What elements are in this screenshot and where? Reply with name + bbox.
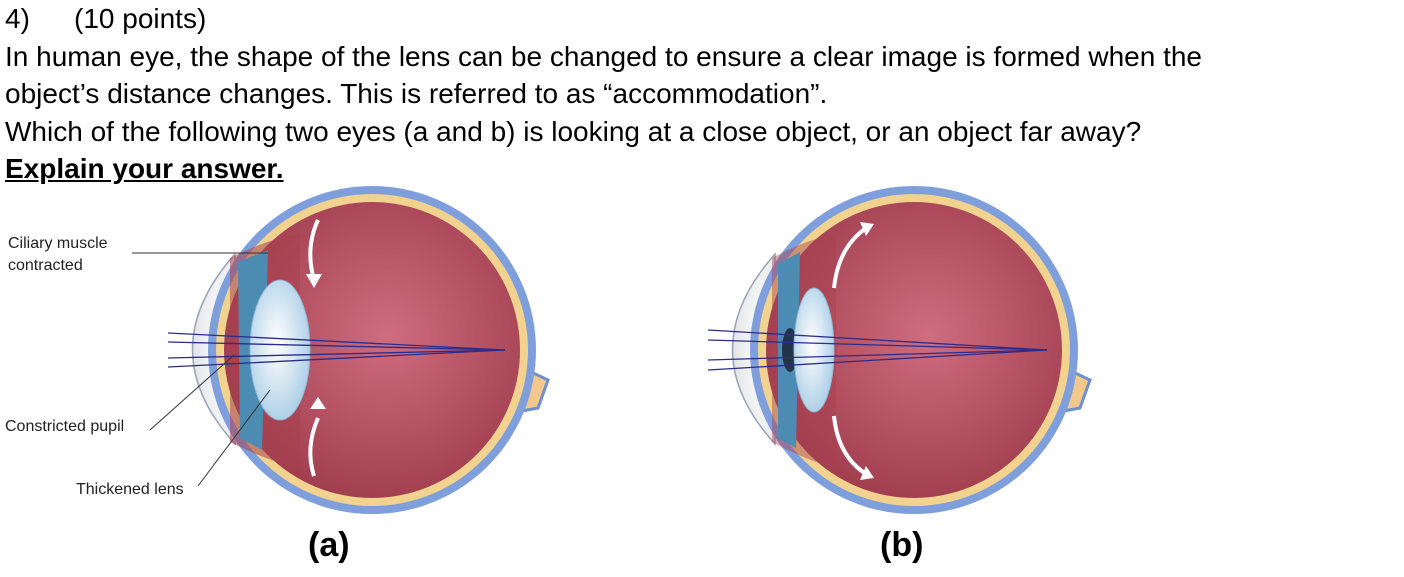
caption-a: (a) xyxy=(308,526,350,564)
question-line-2: object’s distance changes. This is refer… xyxy=(5,78,828,109)
label-ciliary-contracted: contracted xyxy=(8,257,83,274)
eye-a-lens xyxy=(249,279,311,421)
explain-instruction: Explain your answer. xyxy=(5,153,284,184)
label-ciliary-muscle: Ciliary muscle xyxy=(8,235,108,252)
eye-a: Ciliary muscle contracted Constricted pu… xyxy=(5,186,550,564)
eye-b-vitreous xyxy=(766,202,1062,498)
eye-a-arrow-bottom xyxy=(308,417,320,477)
eye-b-arrow-top xyxy=(832,226,868,289)
label-constricted-pupil: Constricted pupil xyxy=(5,418,124,435)
question-block: 4) (10 points) In human eye, the shape of… xyxy=(5,0,1400,188)
caption-b: (b) xyxy=(880,526,923,564)
question-line-3: Which of the following two eyes (a and b… xyxy=(5,115,1142,147)
eye-b-arrowhead-top xyxy=(860,222,874,236)
eye-b-lens xyxy=(793,287,835,413)
label-thickened-lens: Thickened lens xyxy=(76,481,184,498)
eye-diagram-figure: Ciliary muscle contracted Constricted pu… xyxy=(5,186,1092,564)
question-points: (10 points) xyxy=(74,3,207,34)
question-line-1: In human eye, the shape of the lens can … xyxy=(5,40,1202,72)
eye-b-light-rays xyxy=(707,329,1048,371)
eye-a-leader-lines xyxy=(132,252,271,487)
eye-b-arrows xyxy=(832,226,868,476)
eye-a-arrowhead-bottom xyxy=(310,397,326,409)
eye-b-arrow-bottom xyxy=(832,415,868,476)
eye-a-arrowhead-top xyxy=(306,274,322,288)
question-number: 4) xyxy=(5,3,30,34)
eye-b-arrowhead-bottom xyxy=(860,466,874,480)
eye-b: (b) xyxy=(707,186,1092,564)
question-header: 4) (10 points) xyxy=(5,0,1400,38)
